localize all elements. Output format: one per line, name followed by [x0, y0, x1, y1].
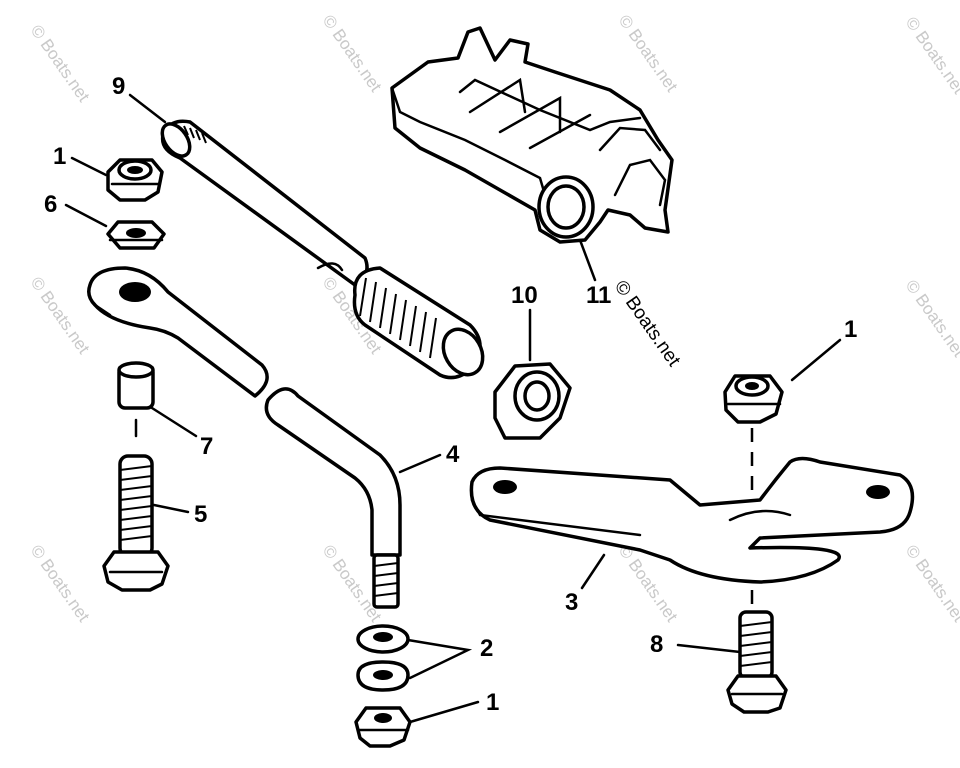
- part-5-bolt: [102, 454, 170, 592]
- callout-4: 4: [446, 441, 460, 468]
- watermark-11: © Boats.net: [902, 541, 960, 625]
- part-6-nut: [106, 220, 166, 250]
- callout-1-bottom: 1: [486, 689, 499, 716]
- callout-8: 8: [650, 631, 663, 658]
- part-7-spacer: [117, 361, 155, 438]
- watermark-5: © Boats.net: [27, 273, 94, 357]
- watermark-8: © Boats.net: [27, 541, 94, 625]
- watermark-4: © Boats.net: [902, 13, 960, 97]
- watermark-2: © Boats.net: [319, 11, 386, 95]
- watermark-7: © Boats.net: [902, 276, 960, 360]
- part-2-washers: [356, 624, 410, 692]
- tube-knurl-marks: [183, 125, 207, 144]
- callout-11: 11: [586, 282, 611, 309]
- callout-10: 10: [511, 282, 538, 309]
- callout-6: 6: [44, 191, 57, 218]
- part-3-arm-plate: [469, 456, 915, 584]
- eye-link-rod: [87, 266, 269, 398]
- part-1-lock-nut-bottom: [354, 706, 412, 748]
- part-8-bolt: [726, 610, 788, 714]
- leader-lines: [64, 93, 842, 724]
- part-4-bent-rod: [264, 387, 402, 609]
- callout-5: 5: [194, 501, 207, 528]
- watermark-3: © Boats.net: [615, 11, 682, 95]
- watermark-1: © Boats.net: [27, 21, 94, 105]
- watermark-dark: © Boats.net: [610, 277, 685, 371]
- callout-3: 3: [565, 589, 578, 616]
- part-9-threaded-insert: [352, 266, 485, 380]
- part-9-tube: [160, 119, 369, 287]
- callout-2: 2: [480, 635, 493, 662]
- callout-1-right: 1: [844, 316, 857, 343]
- callout-7: 7: [200, 433, 213, 460]
- part-10-hex-nut: [493, 362, 572, 440]
- part-11-bracket-housing: [390, 26, 674, 244]
- part-1-lock-nut-top-left: [106, 158, 164, 202]
- part-1-lock-nut-right: [723, 374, 784, 424]
- callout-1-top-left: 1: [53, 143, 66, 170]
- thread-lines: [359, 277, 437, 359]
- callout-9: 9: [112, 73, 125, 100]
- callouts: 9 1 6 7 5 4 10 11 1 3 8 2 1: [44, 73, 857, 716]
